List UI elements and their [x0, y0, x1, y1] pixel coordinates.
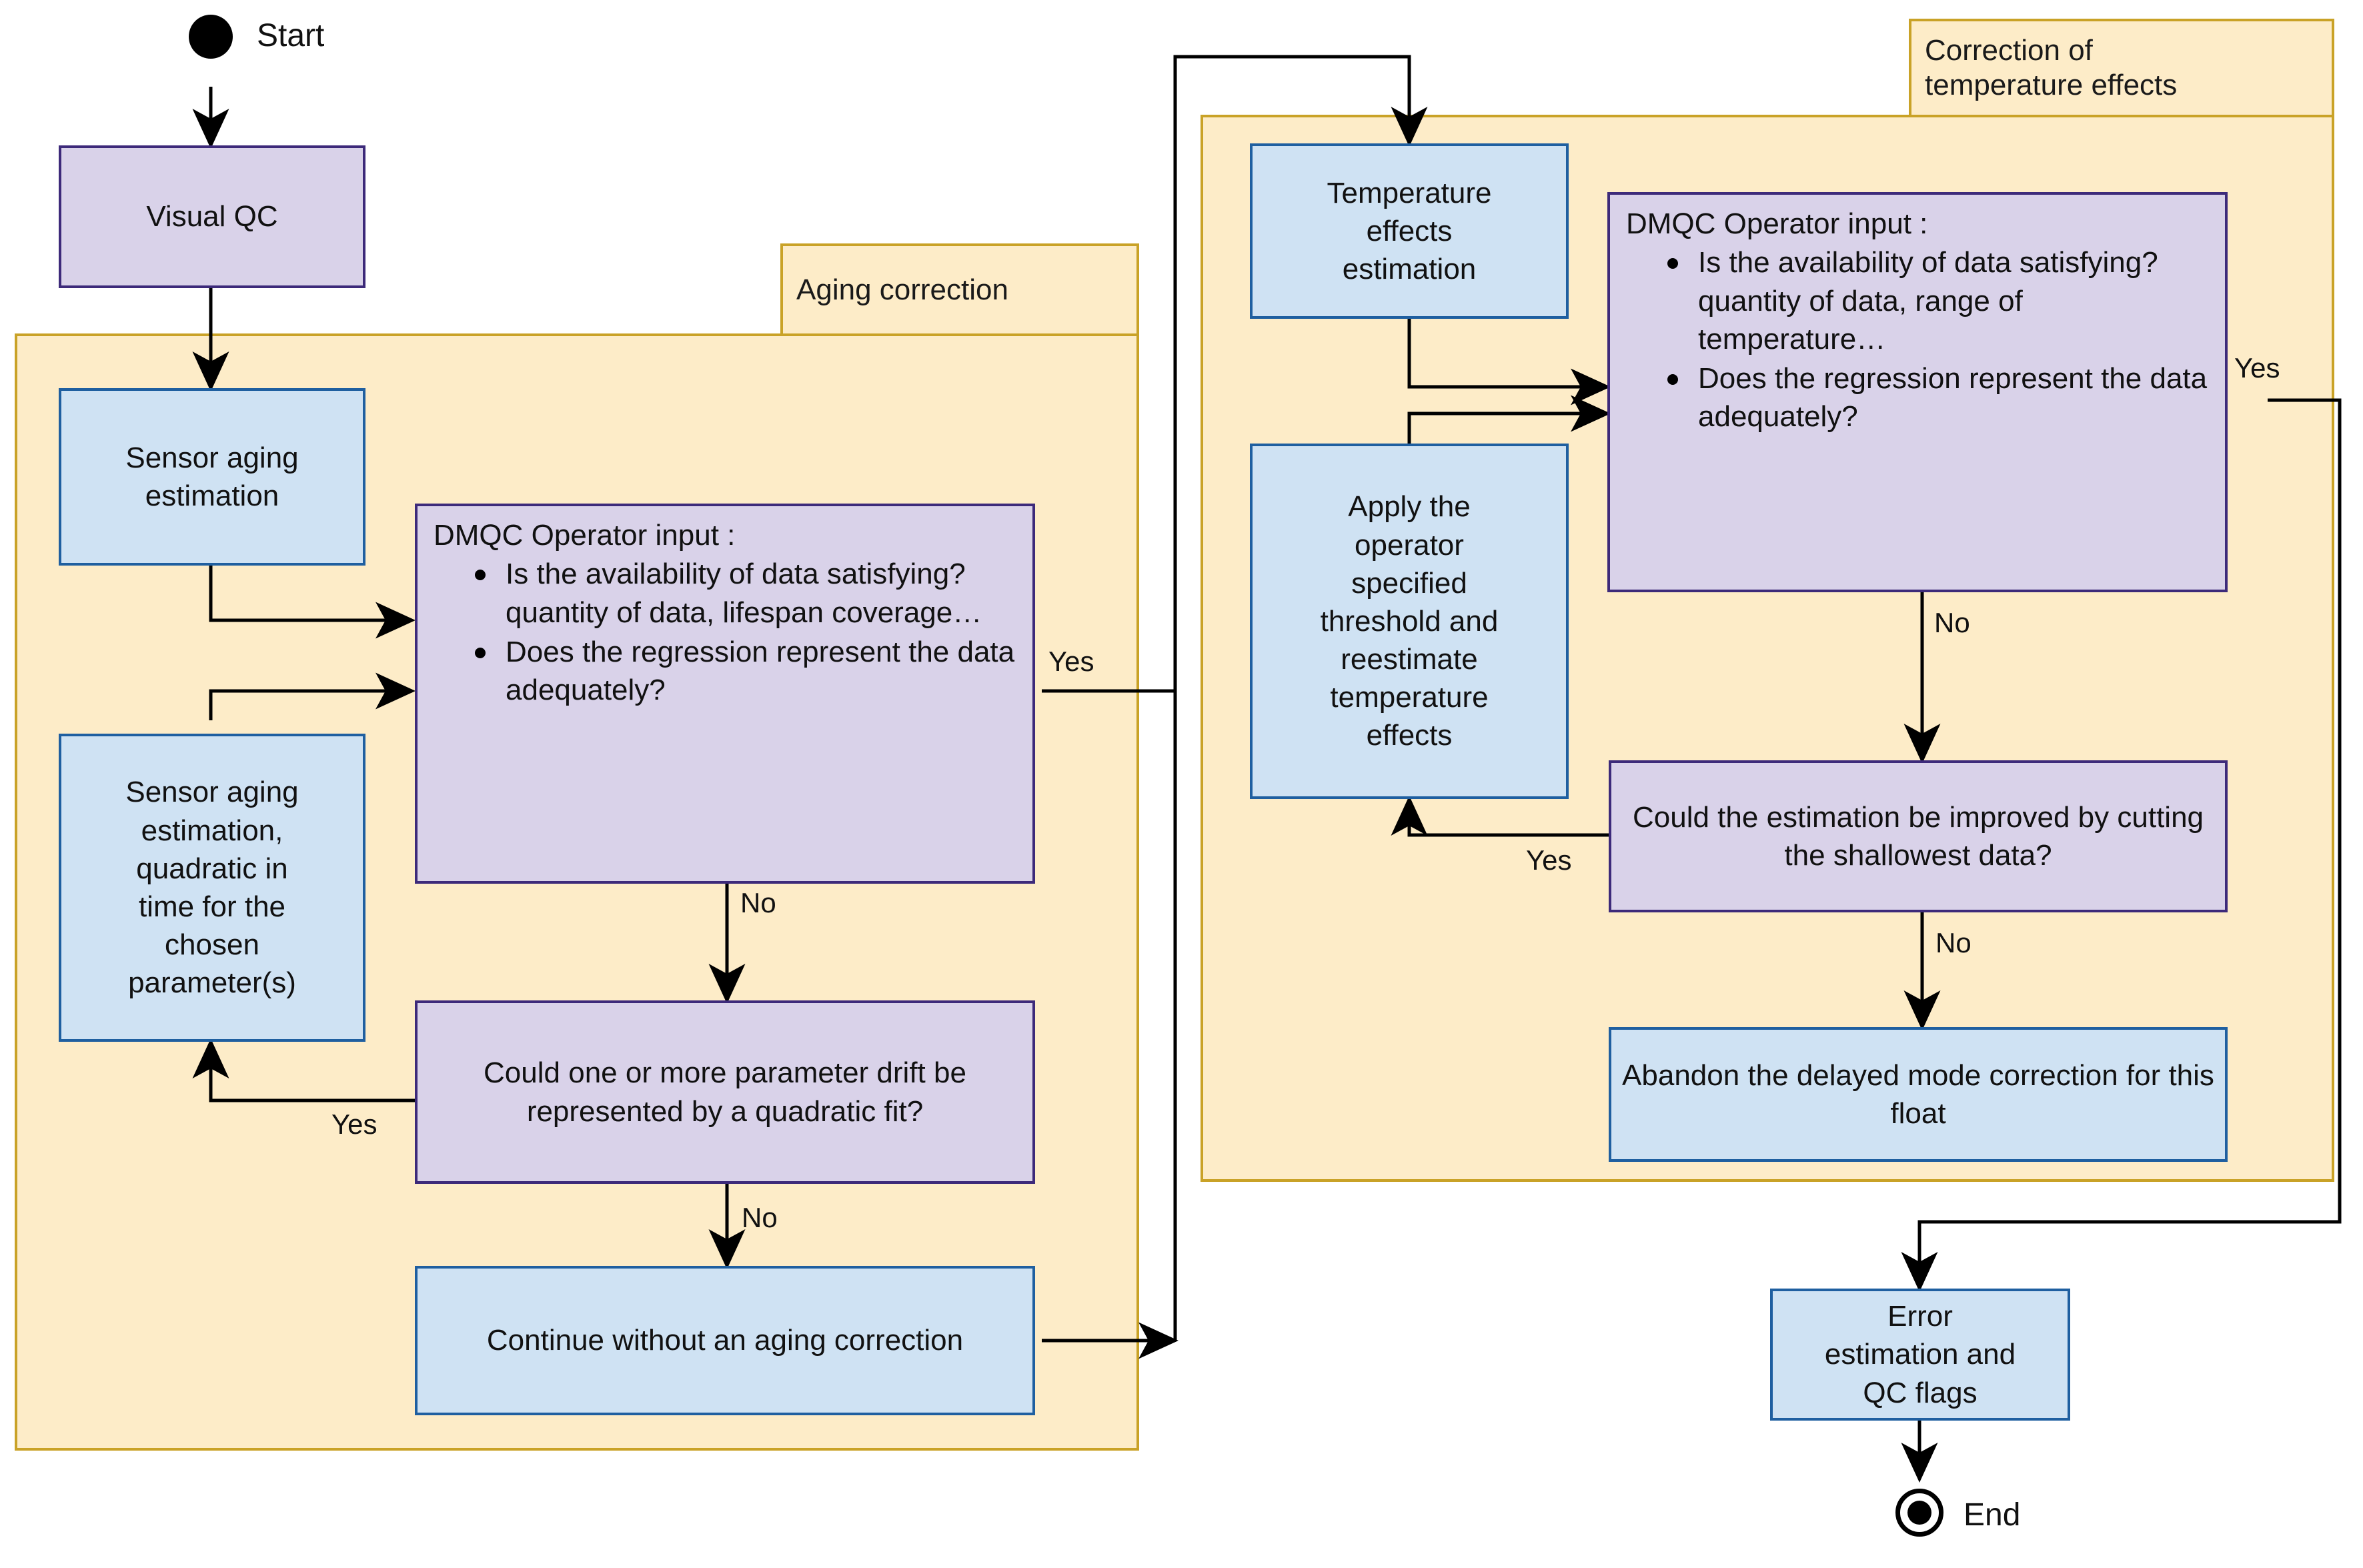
edge-label-aging-dmqc-no: No [740, 887, 776, 918]
edge-dmqc-temp-yes-to-error-estimation [1901, 398, 2342, 1292]
node-sensor-aging-estimation[interactable]: Sensor aging estimation [59, 388, 365, 566]
node-dmqc-aging-bullet-2: Does the regression represent the data a… [475, 633, 1020, 709]
end-label: End [1963, 1497, 2021, 1533]
node-visual-qc-label: Visual QC [146, 200, 278, 233]
edge-tempest-to-dmqc-temp [1407, 319, 1611, 406]
edge-apply-to-dmqc-temp [1407, 395, 1611, 444]
node-continue-without-aging-label: Continue without an aging correction [486, 1324, 964, 1357]
edge-cut-yes-to-apply [1391, 796, 1609, 837]
node-abandon-correction[interactable]: Abandon the delayed mode correction for … [1609, 1027, 2228, 1162]
edge-quadratic-to-dmqc [209, 672, 416, 720]
node-apply-operator-threshold[interactable]: Apply the operator specified threshold a… [1250, 444, 1569, 799]
node-dmqc-aging-bullet-1: Is the availability of data satisfying? … [475, 555, 1020, 631]
node-cut-shallowest-question-label: Could the estimation be improved by cutt… [1632, 800, 2204, 872]
node-error-estimation-qc-flags[interactable]: Error estimation and QC flags [1770, 1289, 2070, 1421]
edge-label-quadratic-yes: Yes [331, 1108, 377, 1140]
node-dmqc-operator-input-aging[interactable]: DMQC Operator input : Is the availabilit… [415, 504, 1035, 884]
group-aging-correction-label: Aging correction [796, 273, 1008, 306]
node-sensor-aging-quadratic[interactable]: Sensor aging estimation, quadratic in ti… [59, 734, 365, 1042]
node-dmqc-temp-bullet-2: Does the regression represent the data a… [1667, 359, 2213, 436]
node-error-estimation-label: Error estimation and QC flags [1824, 1300, 2016, 1409]
node-temperature-effects-estimation[interactable]: Temperature effects estimation [1250, 143, 1569, 319]
node-dmqc-temp-bullet-1: Is the availability of data satisfying? … [1667, 243, 2213, 358]
node-continue-without-aging-correction[interactable]: Continue without an aging correction [415, 1266, 1035, 1415]
edge-quadratic-question-yes-to-quadratic-node [192, 1038, 415, 1102]
edge-sensoraging-to-dmqc [209, 566, 416, 639]
node-cut-shallowest-question[interactable]: Could the estimation be improved by cutt… [1609, 760, 2228, 912]
group-temperature-correction-label: Correction of temperature effects [1925, 34, 2178, 101]
node-temperature-effects-estimation-label: Temperature effects estimation [1327, 176, 1492, 286]
node-sensor-aging-quadratic-label: Sensor aging estimation, quadratic in ti… [125, 776, 299, 1000]
node-dmqc-temp-bullet-list: Is the availability of data satisfying? … [1626, 243, 2213, 436]
node-abandon-correction-label: Abandon the delayed mode correction for … [1622, 1058, 2214, 1130]
node-visual-qc[interactable]: Visual QC [59, 145, 365, 288]
edge-label-temp-dmqc-no: No [1934, 607, 1970, 638]
node-dmqc-temp-lead: DMQC Operator input : [1626, 207, 1928, 240]
edge-label-temp-dmqc-yes: Yes [2234, 352, 2280, 383]
edge-label-quadratic-no: No [742, 1202, 778, 1233]
node-dmqc-operator-input-temperature[interactable]: DMQC Operator input : Is the availabilit… [1607, 192, 2228, 592]
group-temperature-correction-title: Correction of temperature effects [1909, 19, 2334, 117]
node-quadratic-fit-question[interactable]: Could one or more parameter drift be rep… [415, 1000, 1035, 1184]
node-sensor-aging-estimation-label: Sensor aging estimation [125, 441, 299, 512]
edge-label-cut-no: No [1935, 927, 1972, 958]
group-aging-correction-title: Aging correction [780, 243, 1139, 336]
end-terminator [1895, 1489, 1943, 1537]
node-apply-operator-threshold-label: Apply the operator specified threshold a… [1320, 490, 1499, 752]
edge-dmqc-aging-yes-to-temperature-estimation [1042, 55, 1428, 693]
start-terminator [189, 15, 233, 59]
node-dmqc-aging-lead: DMQC Operator input : [434, 519, 736, 552]
edge-label-cut-yes: Yes [1526, 844, 1572, 876]
start-label: Start [257, 18, 325, 53]
edge-label-aging-dmqc-yes: Yes [1048, 646, 1094, 677]
node-dmqc-aging-bullet-list: Is the availability of data satisfying? … [434, 555, 1020, 709]
node-quadratic-fit-question-label: Could one or more parameter drift be rep… [484, 1056, 966, 1128]
